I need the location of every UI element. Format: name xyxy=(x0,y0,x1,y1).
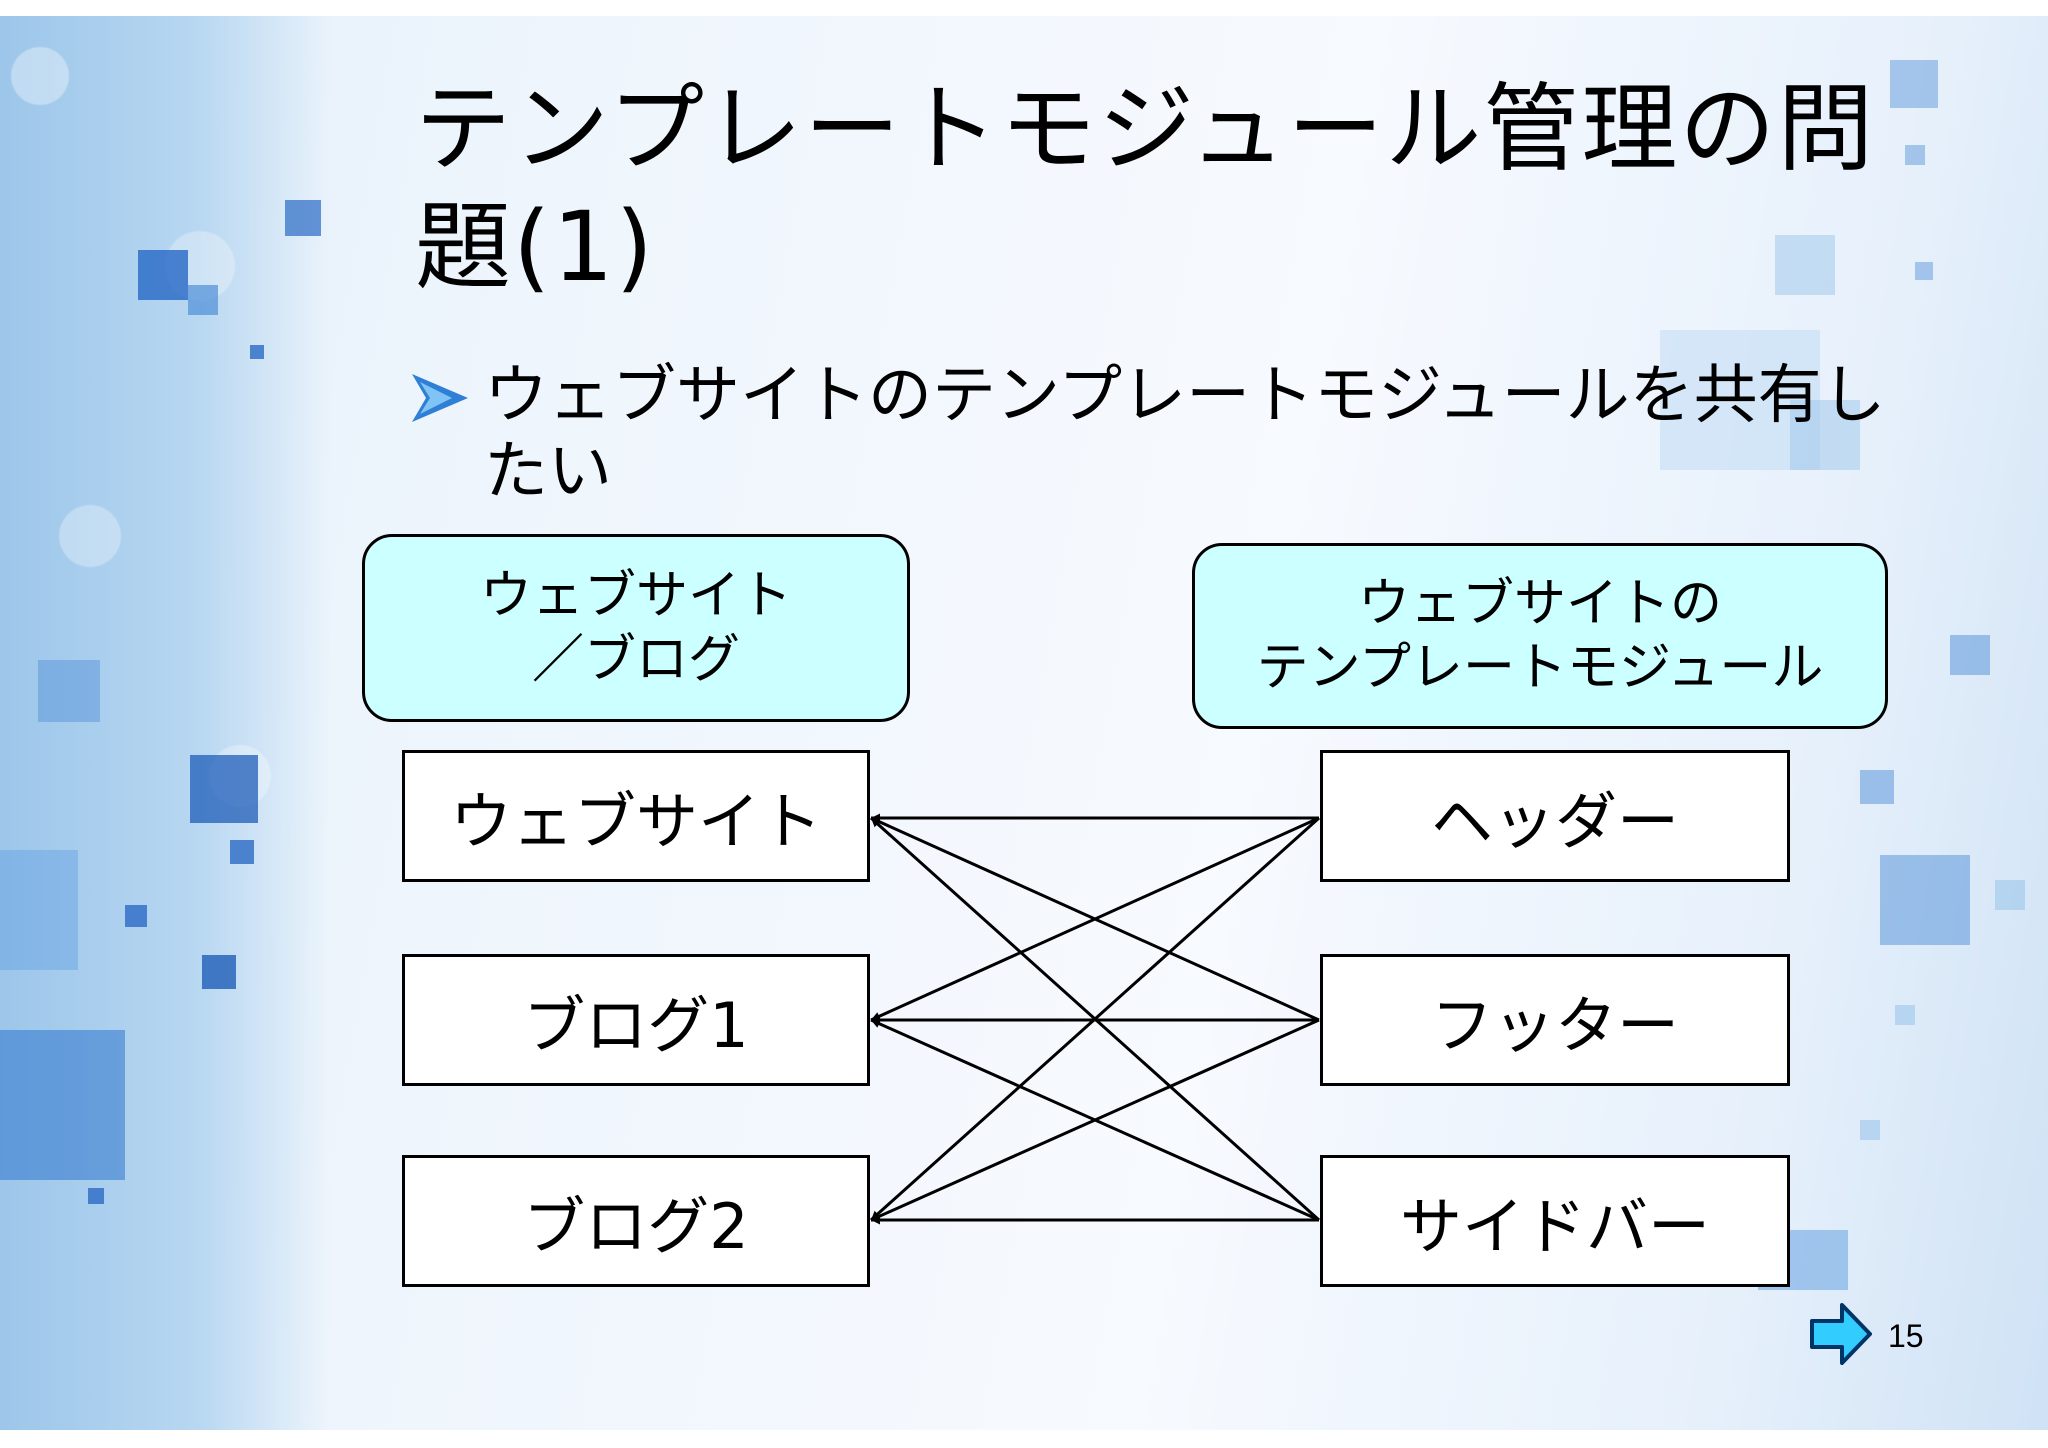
node-footer: フッター xyxy=(1320,954,1790,1086)
decor-square xyxy=(0,1030,125,1180)
slide-title: テンプレートモジュール管理の問題(1) xyxy=(415,73,1876,303)
decor-square xyxy=(1905,145,1925,165)
next-arrow-icon[interactable] xyxy=(1810,1303,1872,1365)
node-blog2: ブログ2 xyxy=(402,1155,870,1287)
node-sidebar-label: サイドバー xyxy=(1399,1190,1710,1263)
decor-square xyxy=(1790,400,1860,470)
decor-square xyxy=(1775,235,1835,295)
node-website-label: ウェブサイト xyxy=(449,785,822,858)
node-website: ウェブサイト xyxy=(402,750,870,882)
decor-square xyxy=(190,755,258,823)
decor-square xyxy=(1880,855,1970,945)
decor-square xyxy=(88,1188,104,1204)
node-blog1-label: ブログ1 xyxy=(523,989,749,1062)
node-header-label: ヘッダー xyxy=(1430,785,1679,858)
decor-square xyxy=(230,840,254,864)
decor-square xyxy=(125,905,147,927)
page-number: 15 xyxy=(1888,1318,1924,1354)
arrowhead-bullet-icon xyxy=(412,374,468,422)
node-footer-label: フッター xyxy=(1430,989,1679,1062)
slide-bottom-frame xyxy=(0,1430,2048,1448)
decor-square xyxy=(1915,262,1933,280)
edge-7 xyxy=(870,1018,1320,1222)
node-blog1: ブログ1 xyxy=(402,954,870,1086)
decor-square xyxy=(138,250,188,300)
decor-square xyxy=(1860,1120,1880,1140)
decor-square xyxy=(38,660,100,722)
decor-square xyxy=(188,285,218,315)
right-header-label: ウェブサイトの テンプレートモジュール xyxy=(1256,574,1824,698)
node-blog2-label: ブログ2 xyxy=(523,1190,749,1263)
edge-6 xyxy=(869,816,1321,1222)
decor-square xyxy=(1995,880,2025,910)
left-header-label: ウェブサイト ／ブログ xyxy=(479,566,792,690)
decor-square xyxy=(1895,1005,1915,1025)
decor-square xyxy=(202,955,236,989)
decor-square xyxy=(285,200,321,236)
slide-top-frame xyxy=(0,0,2048,16)
decor-square xyxy=(0,850,78,970)
decor-square xyxy=(250,345,264,359)
decor-square xyxy=(1890,60,1938,108)
node-header: ヘッダー xyxy=(1320,750,1790,882)
left-header-box: ウェブサイト ／ブログ xyxy=(362,534,910,722)
decor-square xyxy=(1860,770,1894,804)
right-header-box: ウェブサイトの テンプレートモジュール xyxy=(1192,543,1888,729)
bullet-text: ウェブサイトのテンプレートモジュールを共有したい xyxy=(484,359,1886,509)
edge-3 xyxy=(870,816,1320,1022)
decor-square xyxy=(1950,635,1990,675)
node-sidebar: サイドバー xyxy=(1320,1155,1790,1287)
